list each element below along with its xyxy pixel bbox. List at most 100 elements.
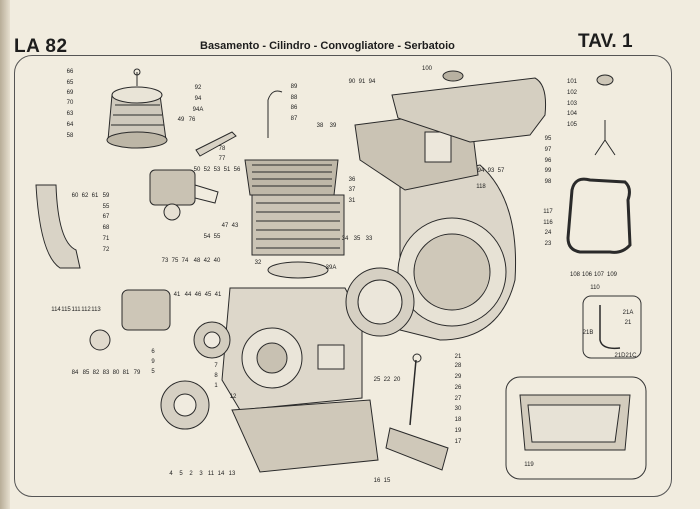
part-number-22: 22 bbox=[384, 377, 391, 383]
part-number-55: 55 bbox=[214, 234, 221, 240]
part-number-48: 48 bbox=[194, 258, 201, 264]
part-number-53: 53 bbox=[214, 167, 221, 173]
part-number-69: 69 bbox=[67, 90, 74, 96]
part-number-4: 4 bbox=[169, 471, 173, 477]
part-number-70: 70 bbox=[67, 100, 74, 106]
part-number-21B: 21B bbox=[583, 330, 594, 336]
air-filter-drawing bbox=[106, 68, 168, 149]
part-number-51: 51 bbox=[224, 167, 231, 173]
part-number-108: 108 bbox=[570, 272, 581, 278]
part-number-75: 75 bbox=[172, 258, 179, 264]
part-number-67: 67 bbox=[103, 214, 110, 220]
part-number-89: 89 bbox=[291, 84, 298, 90]
part-number-56: 56 bbox=[234, 167, 241, 173]
part-number-82: 82 bbox=[93, 370, 100, 376]
part-number-39: 39 bbox=[330, 123, 337, 129]
model-code: LA 82 bbox=[14, 36, 68, 57]
part-number-65: 65 bbox=[67, 80, 74, 86]
part-number-26: 26 bbox=[455, 385, 462, 391]
diagram-frame bbox=[14, 55, 672, 497]
cylinder-drawing bbox=[251, 194, 345, 279]
part-number-87: 87 bbox=[291, 116, 298, 122]
part-number-21: 21 bbox=[455, 354, 462, 360]
part-number-58: 58 bbox=[67, 133, 74, 139]
part-number-90: 90 bbox=[349, 79, 356, 85]
part-number-55: 55 bbox=[103, 204, 110, 210]
part-number-77: 77 bbox=[219, 156, 226, 162]
part-number-81: 81 bbox=[123, 370, 130, 376]
part-number-21C: 21C bbox=[625, 353, 637, 359]
part-number-43: 43 bbox=[232, 223, 239, 229]
part-number-96: 96 bbox=[545, 158, 552, 164]
flange-drawing bbox=[345, 267, 415, 337]
part-number-25: 25 bbox=[374, 377, 381, 383]
part-number-6: 6 bbox=[151, 349, 155, 355]
part-number-102: 102 bbox=[567, 90, 578, 96]
part-number-72: 72 bbox=[103, 247, 110, 253]
part-number-54: 54 bbox=[204, 234, 211, 240]
part-number-83: 83 bbox=[103, 370, 110, 376]
part-number-62: 62 bbox=[82, 193, 89, 199]
part-number-12: 12 bbox=[230, 394, 237, 400]
part-number-5: 5 bbox=[179, 471, 183, 477]
part-number-34: 34 bbox=[342, 236, 349, 242]
part-number-14: 14 bbox=[218, 471, 225, 477]
part-number-104: 104 bbox=[567, 111, 578, 117]
part-number-99: 99 bbox=[545, 168, 552, 174]
dipstick-drawing bbox=[409, 359, 417, 426]
part-number-45: 45 bbox=[205, 292, 212, 298]
part-number-24: 24 bbox=[545, 230, 552, 236]
part-number-92: 92 bbox=[195, 85, 202, 91]
tank-cap-drawing bbox=[596, 74, 614, 86]
key-tool-drawing bbox=[594, 120, 616, 156]
part-number-115: 115 bbox=[61, 307, 71, 313]
part-number-41: 41 bbox=[215, 292, 222, 298]
part-number-47: 47 bbox=[222, 223, 229, 229]
part-number-17: 17 bbox=[455, 439, 462, 445]
part-number-50: 50 bbox=[194, 167, 201, 173]
part-number-57: 57 bbox=[498, 168, 505, 174]
tank-strap-drawing bbox=[566, 177, 632, 254]
part-number-112: 112 bbox=[81, 307, 91, 313]
part-number-37: 37 bbox=[349, 187, 356, 193]
part-number-39A: 39A bbox=[326, 265, 337, 271]
part-number-63: 63 bbox=[67, 111, 74, 117]
part-number-111: 111 bbox=[71, 307, 81, 313]
part-number-35: 35 bbox=[354, 236, 361, 242]
part-number-118: 118 bbox=[476, 184, 486, 190]
part-number-74: 74 bbox=[182, 258, 189, 264]
part-number-8: 8 bbox=[214, 373, 218, 379]
part-number-66: 66 bbox=[67, 69, 74, 75]
part-number-86: 86 bbox=[291, 105, 298, 111]
part-number-105: 105 bbox=[567, 122, 578, 128]
part-number-15: 15 bbox=[384, 478, 391, 484]
part-number-42: 42 bbox=[204, 258, 211, 264]
part-number-13: 13 bbox=[229, 471, 236, 477]
part-number-30: 30 bbox=[455, 406, 462, 412]
part-number-110: 110 bbox=[590, 285, 600, 291]
part-number-44: 44 bbox=[185, 292, 192, 298]
part-number-94: 94 bbox=[369, 79, 376, 85]
part-number-117: 117 bbox=[543, 209, 553, 215]
part-number-3: 3 bbox=[199, 471, 203, 477]
part-number-84: 84 bbox=[72, 370, 79, 376]
part-number-103: 103 bbox=[567, 101, 578, 107]
part-number-61: 61 bbox=[92, 193, 99, 199]
part-number-94A: 94A bbox=[193, 107, 204, 113]
part-number-119: 119 bbox=[524, 462, 534, 468]
part-number-2: 2 bbox=[189, 471, 193, 477]
pump-drawing bbox=[89, 289, 171, 351]
part-number-28: 28 bbox=[455, 363, 462, 369]
part-number-36: 36 bbox=[349, 177, 356, 183]
part-number-114: 114 bbox=[51, 307, 61, 313]
part-number-100: 100 bbox=[422, 66, 433, 72]
part-number-11: 11 bbox=[208, 471, 215, 477]
cylinder-head-drawing bbox=[244, 159, 339, 196]
part-number-27: 27 bbox=[455, 396, 462, 402]
part-number-91: 91 bbox=[359, 79, 366, 85]
lever-drawing bbox=[195, 131, 237, 157]
part-number-85: 85 bbox=[83, 370, 90, 376]
part-number-5: 5 bbox=[151, 369, 155, 375]
part-number-94: 94 bbox=[478, 168, 485, 174]
